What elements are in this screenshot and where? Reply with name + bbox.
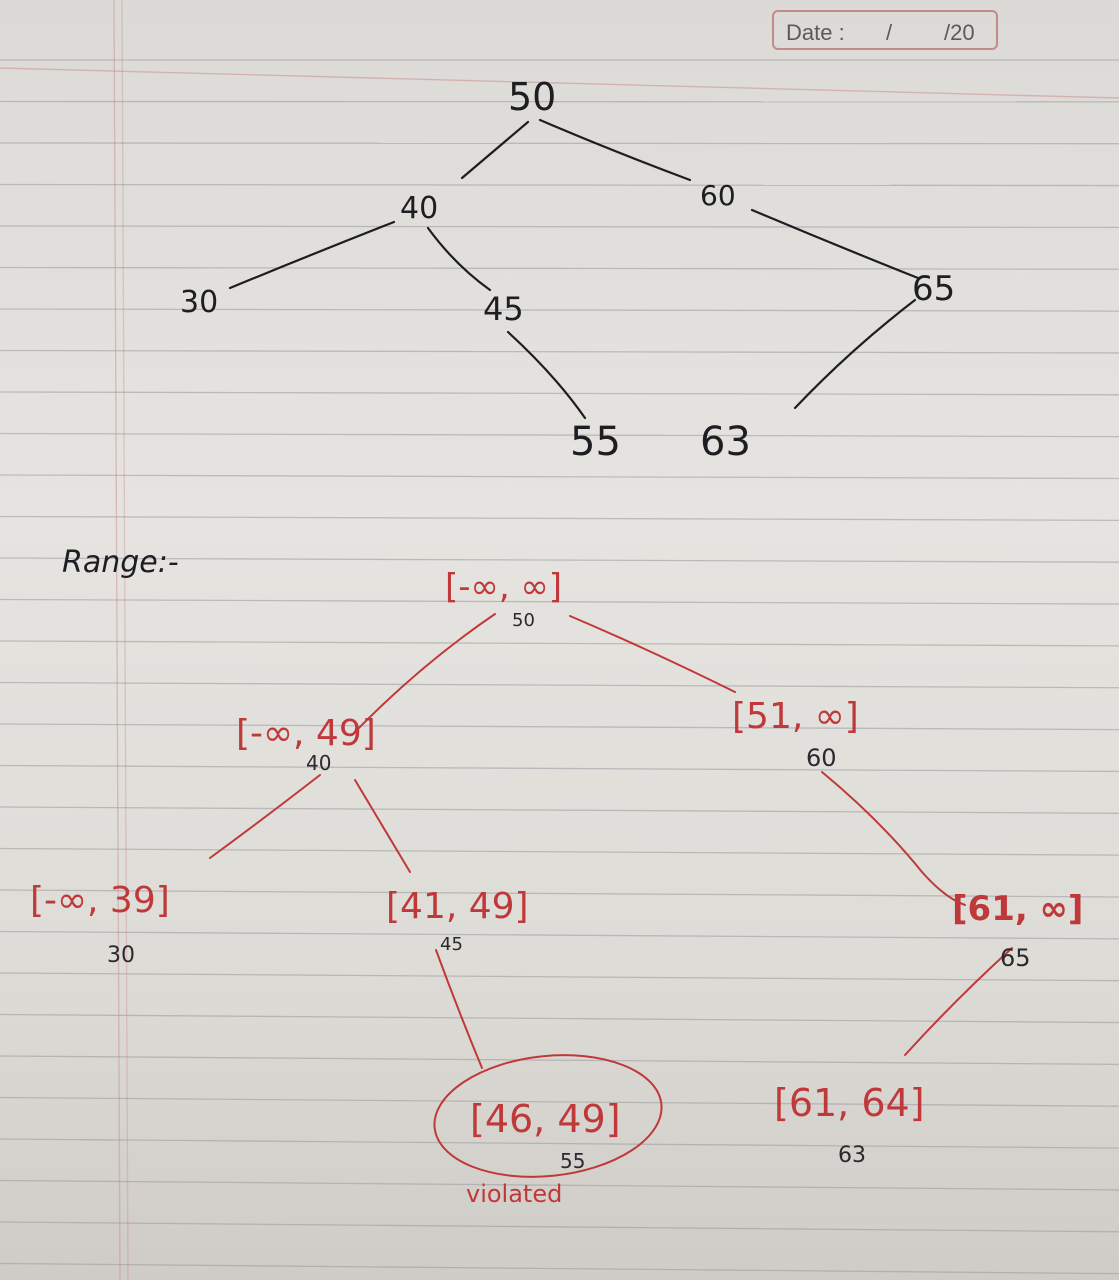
range-edge-50-60 — [569, 615, 736, 693]
range-edge-60-65 — [821, 771, 966, 906]
margin-line — [113, 0, 121, 1280]
date-year: /20 — [944, 20, 975, 45]
date-label: Date : — [786, 20, 845, 45]
edge-40-30 — [228, 220, 396, 290]
rule-line — [0, 474, 1119, 480]
bst-node-63: 63 — [700, 419, 751, 465]
rule-line — [0, 432, 1119, 438]
range-node-55-range: [46, 49] — [470, 1097, 621, 1141]
range-node-40-range: [-∞, 49] — [236, 713, 376, 754]
bst-node-65: 65 — [912, 269, 955, 309]
range-node-63-value: 63 — [838, 1143, 866, 1168]
range-node-55-value: 55 — [560, 1149, 585, 1173]
rule-line — [0, 349, 1119, 354]
range-node-63-range: [61, 64] — [774, 1081, 925, 1125]
range-heading: Range:- — [62, 545, 179, 580]
rule-line — [0, 1262, 1119, 1275]
rule-line — [0, 1096, 1119, 1107]
bst-edges — [228, 118, 920, 420]
bst-node-30: 30 — [180, 285, 218, 320]
rule-line — [0, 930, 1119, 940]
rule-line — [0, 806, 1119, 814]
bst-node-60: 60 — [700, 179, 736, 212]
bst-nodes: 50 40 60 30 45 65 55 63 — [180, 75, 955, 465]
range-edges — [209, 613, 1013, 1069]
range-node-45-value: 45 — [440, 934, 463, 955]
range-node-50-range: [-∞, ∞] — [445, 567, 562, 607]
range-node-50-value: 50 — [512, 610, 535, 631]
rule-line — [0, 972, 1119, 982]
range-node-65-range: [61, ∞] — [952, 889, 1083, 929]
rule-line — [0, 1179, 1119, 1191]
margin-line — [121, 0, 129, 1280]
edge-40-45 — [426, 226, 492, 292]
range-node-45-range: [41, 49] — [386, 886, 529, 927]
bst-node-45: 45 — [483, 290, 524, 328]
range-edge-40-45 — [354, 779, 411, 873]
rule-line — [0, 557, 1119, 563]
range-node-60-range: [51, ∞] — [732, 696, 859, 737]
edge-50-40 — [460, 120, 530, 180]
rule-line — [0, 1221, 1119, 1233]
range-node-30-value: 30 — [107, 943, 135, 968]
header-line — [0, 67, 1119, 99]
rule-line — [0, 681, 1119, 689]
rule-line — [0, 1013, 1119, 1024]
bst-node-40: 40 — [400, 191, 438, 226]
rule-line — [0, 391, 1119, 396]
bst-node-55: 55 — [570, 419, 621, 465]
rule-line — [0, 764, 1119, 773]
violation-circle — [433, 1054, 663, 1178]
range-node-65-value: 65 — [1000, 944, 1031, 972]
date-box: Date : / /20 — [772, 10, 998, 50]
rule-line — [0, 225, 1119, 229]
rule-line — [0, 723, 1119, 731]
rule-line — [0, 142, 1119, 145]
rule-line — [0, 598, 1119, 605]
rule-line — [0, 266, 1119, 270]
rule-line — [0, 308, 1119, 312]
rule-line — [0, 640, 1119, 647]
edge-60-65 — [750, 208, 920, 280]
range-edge-50-40 — [351, 613, 496, 736]
violated-note: violated — [466, 1180, 562, 1208]
edge-50-60 — [538, 118, 692, 182]
edge-65-63 — [793, 298, 917, 410]
range-node-30-range: [-∞, 39] — [30, 880, 170, 921]
range-node-60-value: 60 — [806, 744, 837, 772]
rule-line — [0, 1138, 1119, 1149]
range-edge-65-63 — [904, 947, 1013, 1056]
range-edge-40-30 — [209, 774, 321, 859]
bst-node-50: 50 — [508, 75, 556, 119]
range-node-40-value: 40 — [306, 751, 331, 775]
range-edge-45-55 — [435, 949, 483, 1069]
rule-line — [0, 889, 1119, 898]
rule-line — [0, 1055, 1119, 1066]
edge-45-55 — [506, 330, 587, 420]
rule-line — [0, 183, 1119, 187]
range-nodes: [-∞, ∞] 50 [-∞, 49] 40 [51, ∞] 60 [-∞, 3… — [30, 567, 1083, 1208]
rule-line — [0, 847, 1119, 856]
date-separator: / — [886, 20, 893, 45]
rule-line — [0, 515, 1119, 521]
